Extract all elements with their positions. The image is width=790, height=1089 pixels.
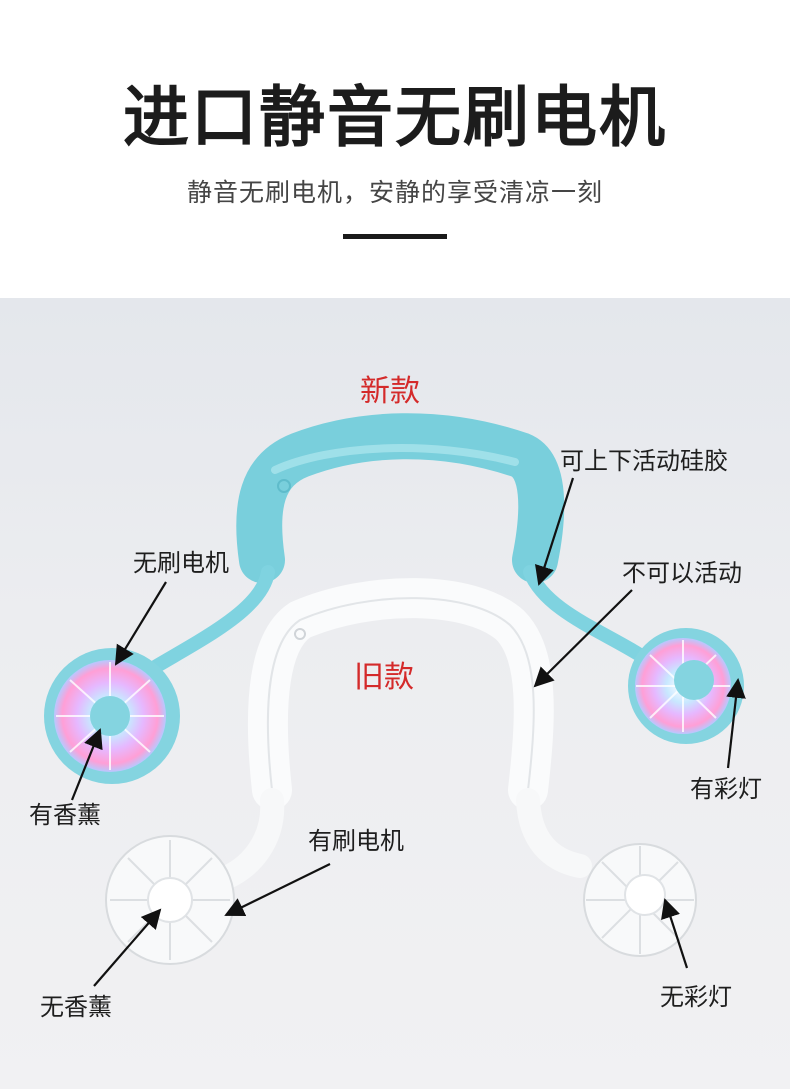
header-section: 进口静音无刷电机 静音无刷电机，安静的享受清凉一刻 [0, 0, 790, 298]
arrow-not-adjustable [533, 589, 633, 688]
arrow-no-color-light [661, 898, 689, 969]
product-illustration [44, 413, 746, 987]
new-model-label: 新款 [360, 374, 420, 409]
old-fan-right-head [583, 843, 697, 957]
arrow-brushed [224, 863, 331, 917]
callout-no-color-light: 无彩灯 [660, 983, 732, 1011]
callout-has-fragrance: 有香薰 [29, 801, 101, 829]
arrow-brushless [114, 581, 167, 666]
power-button-icon [277, 479, 291, 493]
callout-has-color-light: 有彩灯 [690, 775, 762, 803]
arrow-color-light [726, 678, 746, 769]
callout-silicone-adjustable: 可上下活动硅胶 [560, 447, 728, 475]
arrow-no-fragrance [93, 908, 162, 987]
title-underline [343, 234, 447, 239]
callout-brushless-motor: 无刷电机 [133, 549, 229, 577]
new-fan-left-head [44, 648, 180, 784]
callout-brushed-motor: 有刷电机 [308, 827, 404, 855]
callout-not-adjustable: 不可以活动 [622, 559, 742, 587]
arrow-fragrance [70, 728, 103, 801]
new-fan-right-head [628, 628, 744, 744]
arrow-silicone [535, 477, 575, 586]
page-subtitle: 静音无刷电机，安静的享受清凉一刻 [186, 178, 603, 207]
product-comparison-photo: 新款 旧款 可上下活动硅胶 无刷电机 不可以活动 有香薰 有彩灯 有刷电机 无香… [0, 298, 790, 1089]
old-model-label: 旧款 [354, 660, 414, 695]
page-title: 进口静音无刷电机 [123, 79, 667, 156]
old-power-button-icon [294, 628, 306, 640]
callout-no-fragrance: 无香薰 [40, 993, 112, 1021]
left-silicone-arm [143, 565, 275, 677]
callout-arrows [70, 477, 746, 987]
old-fan-left-head [105, 835, 235, 965]
